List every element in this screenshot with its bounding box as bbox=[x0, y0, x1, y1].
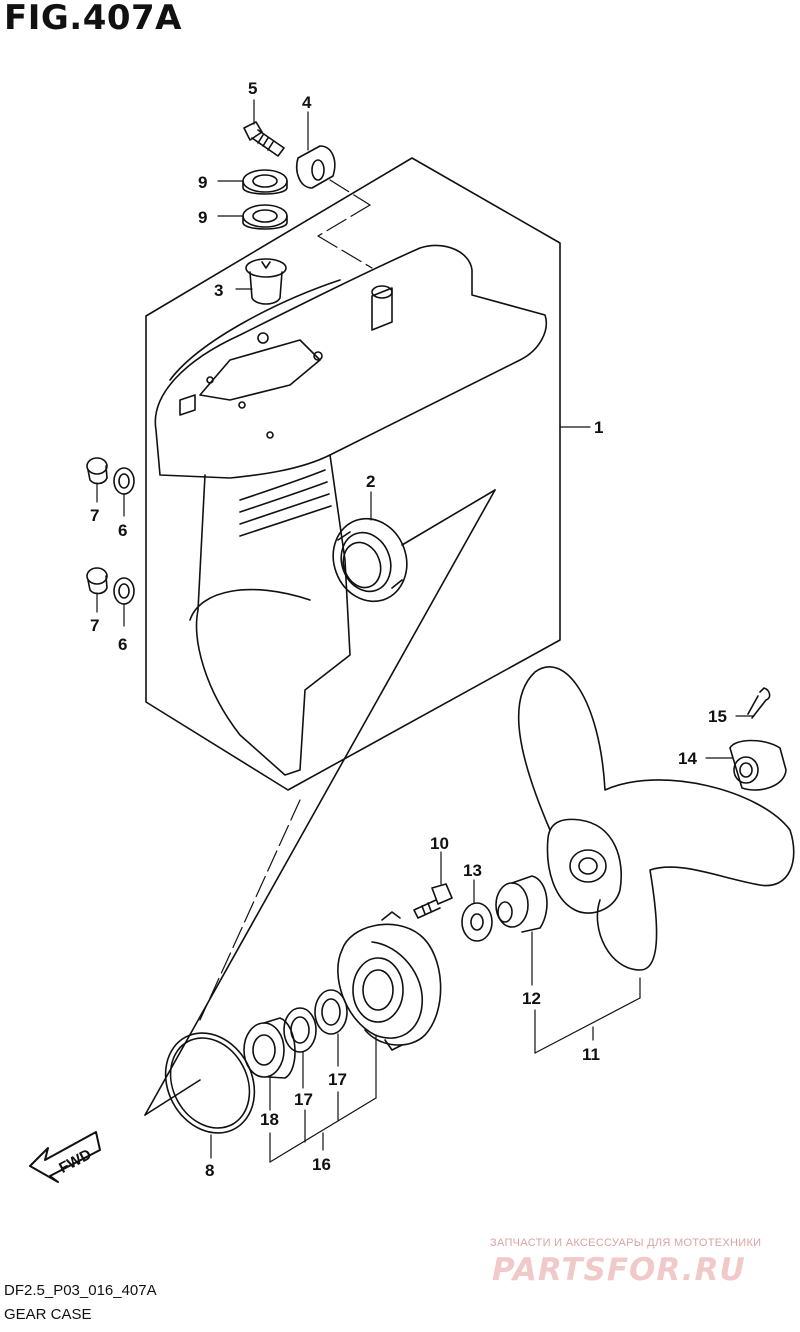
callout-12: 12 bbox=[522, 989, 541, 1008]
callout-17-left: 17 bbox=[294, 1090, 313, 1109]
callout-18: 18 bbox=[260, 1110, 279, 1129]
callout-17-right: 17 bbox=[328, 1070, 347, 1089]
housing-part-16 bbox=[337, 911, 442, 1051]
callout-2: 2 bbox=[366, 472, 375, 491]
cotter-pin-part-15 bbox=[747, 687, 771, 719]
callout-15: 15 bbox=[708, 707, 727, 726]
propeller-part-11 bbox=[517, 666, 795, 971]
callout-8: 8 bbox=[205, 1161, 214, 1180]
callout-5: 5 bbox=[248, 79, 257, 98]
bolt-part-10 bbox=[413, 883, 453, 919]
bearing-part-2 bbox=[332, 517, 408, 603]
figure-caption: GEAR CASE bbox=[4, 1306, 92, 1323]
callout-16: 16 bbox=[312, 1155, 331, 1174]
cap-part-4 bbox=[296, 145, 336, 189]
gear-case-body bbox=[154, 244, 547, 776]
gasket-part-6-upper bbox=[113, 467, 135, 495]
figure-title: FIG.407A bbox=[4, 0, 182, 38]
callout-7-lower: 7 bbox=[90, 616, 99, 635]
gasket-part-6-lower bbox=[113, 577, 135, 605]
washer-part-13 bbox=[461, 902, 493, 942]
seal-part-17-left bbox=[283, 1007, 317, 1053]
callout-3: 3 bbox=[214, 281, 223, 300]
plug-part-7-lower bbox=[86, 567, 108, 595]
callout-13: 13 bbox=[463, 861, 482, 880]
watermark-logo: PARTSFOR.RU bbox=[492, 1252, 746, 1288]
assembly-frame bbox=[145, 157, 561, 791]
callout-6-lower: 6 bbox=[118, 635, 127, 654]
figure-code: DF2.5_P03_016_407A bbox=[4, 1282, 157, 1299]
callout-6-upper: 6 bbox=[118, 521, 127, 540]
seal-part-9-upper bbox=[242, 169, 288, 195]
bushing-part-3 bbox=[245, 258, 287, 305]
callout-7-upper: 7 bbox=[90, 506, 99, 525]
seal-part-9-lower bbox=[242, 204, 288, 230]
callout-1: 1 bbox=[594, 418, 603, 437]
callout-11: 11 bbox=[582, 1045, 600, 1064]
seal-part-17-right bbox=[314, 989, 348, 1035]
callout-14: 14 bbox=[678, 749, 697, 768]
spacer-part-12 bbox=[495, 875, 548, 933]
callout-9-upper: 9 bbox=[198, 173, 207, 192]
callout-9-lower: 9 bbox=[198, 208, 207, 227]
o-ring-part-8 bbox=[164, 1032, 256, 1134]
fwd-arrow bbox=[29, 1131, 101, 1183]
callout-4: 4 bbox=[302, 93, 312, 112]
plug-part-7-upper bbox=[86, 457, 108, 485]
bearing-part-18 bbox=[243, 1017, 296, 1079]
callout-10: 10 bbox=[430, 834, 449, 853]
bolt-part-5 bbox=[243, 121, 285, 157]
watermark-tagline: ЗАПЧАСТИ И АКСЕССУАРЫ ДЛЯ МОТОТЕХНИКИ bbox=[490, 1237, 762, 1249]
nut-part-14 bbox=[729, 739, 787, 791]
